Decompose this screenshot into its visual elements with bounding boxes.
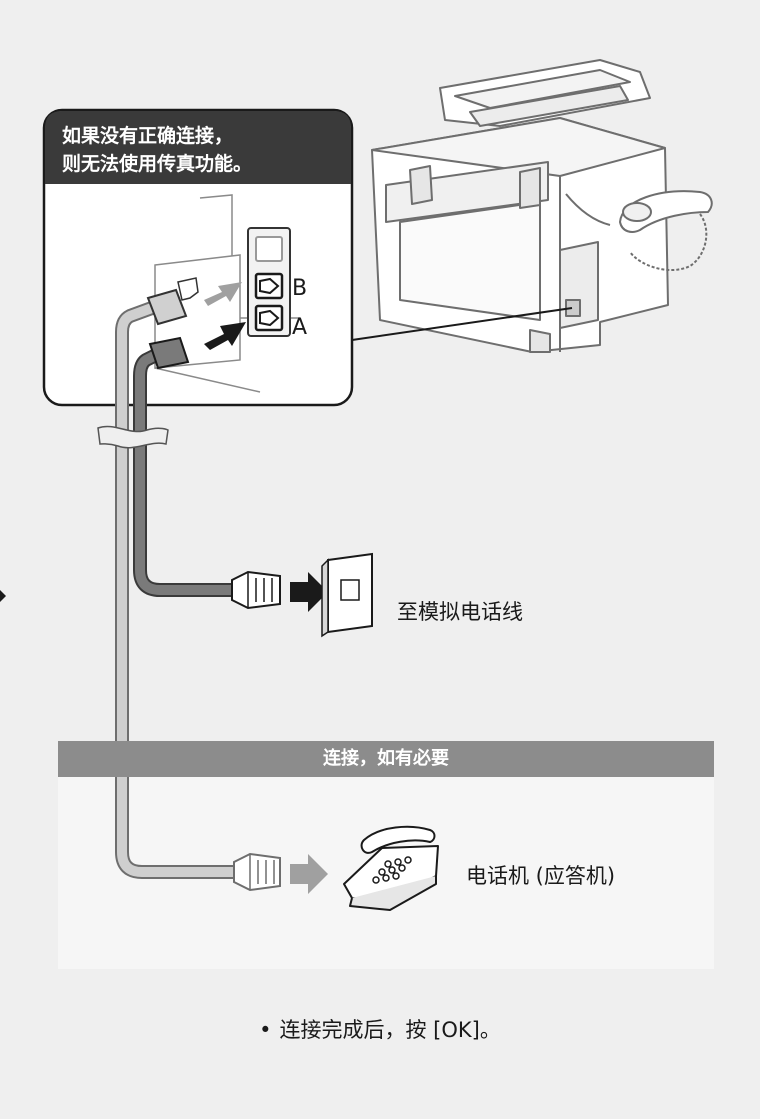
port-b-label: B xyxy=(292,276,308,301)
arrow-to-a xyxy=(204,322,246,350)
cable-break-mark xyxy=(97,425,169,449)
fax-machine-illustration xyxy=(371,59,669,353)
arrow-to-wall-jack xyxy=(290,572,328,612)
arrow-to-b xyxy=(204,282,242,306)
port-a-label: A xyxy=(292,315,308,340)
bullet-icon: • xyxy=(259,1018,272,1042)
handset-illustration xyxy=(565,190,713,271)
warning-line-2: 则无法使用传真功能。 xyxy=(62,153,253,175)
edge-arrow-icon xyxy=(0,590,6,602)
line-plug xyxy=(231,570,281,610)
footer-note: • 连接完成后，按 [OK]。 xyxy=(0,1014,760,1044)
footer-note-text: 连接完成后，按 [OK]。 xyxy=(279,1018,501,1042)
phone-plug xyxy=(233,852,281,892)
telephone-label: 电话机 (应答机) xyxy=(466,864,616,888)
plug-b xyxy=(146,288,188,326)
warning-line-1: 如果没有正确连接， xyxy=(62,125,234,147)
plug-a xyxy=(148,336,190,370)
telephone-icon xyxy=(343,825,439,911)
warning-banner: 如果没有正确连接， 则无法使用传真功能。 xyxy=(46,112,346,184)
callout-pointer xyxy=(351,307,573,341)
cables xyxy=(115,298,243,879)
wall-jack xyxy=(321,552,373,638)
optional-connection-header: 连接，如有必要 xyxy=(58,741,714,777)
arrow-to-telephone xyxy=(290,854,328,894)
line-label: 至模拟电话线 xyxy=(397,600,523,624)
